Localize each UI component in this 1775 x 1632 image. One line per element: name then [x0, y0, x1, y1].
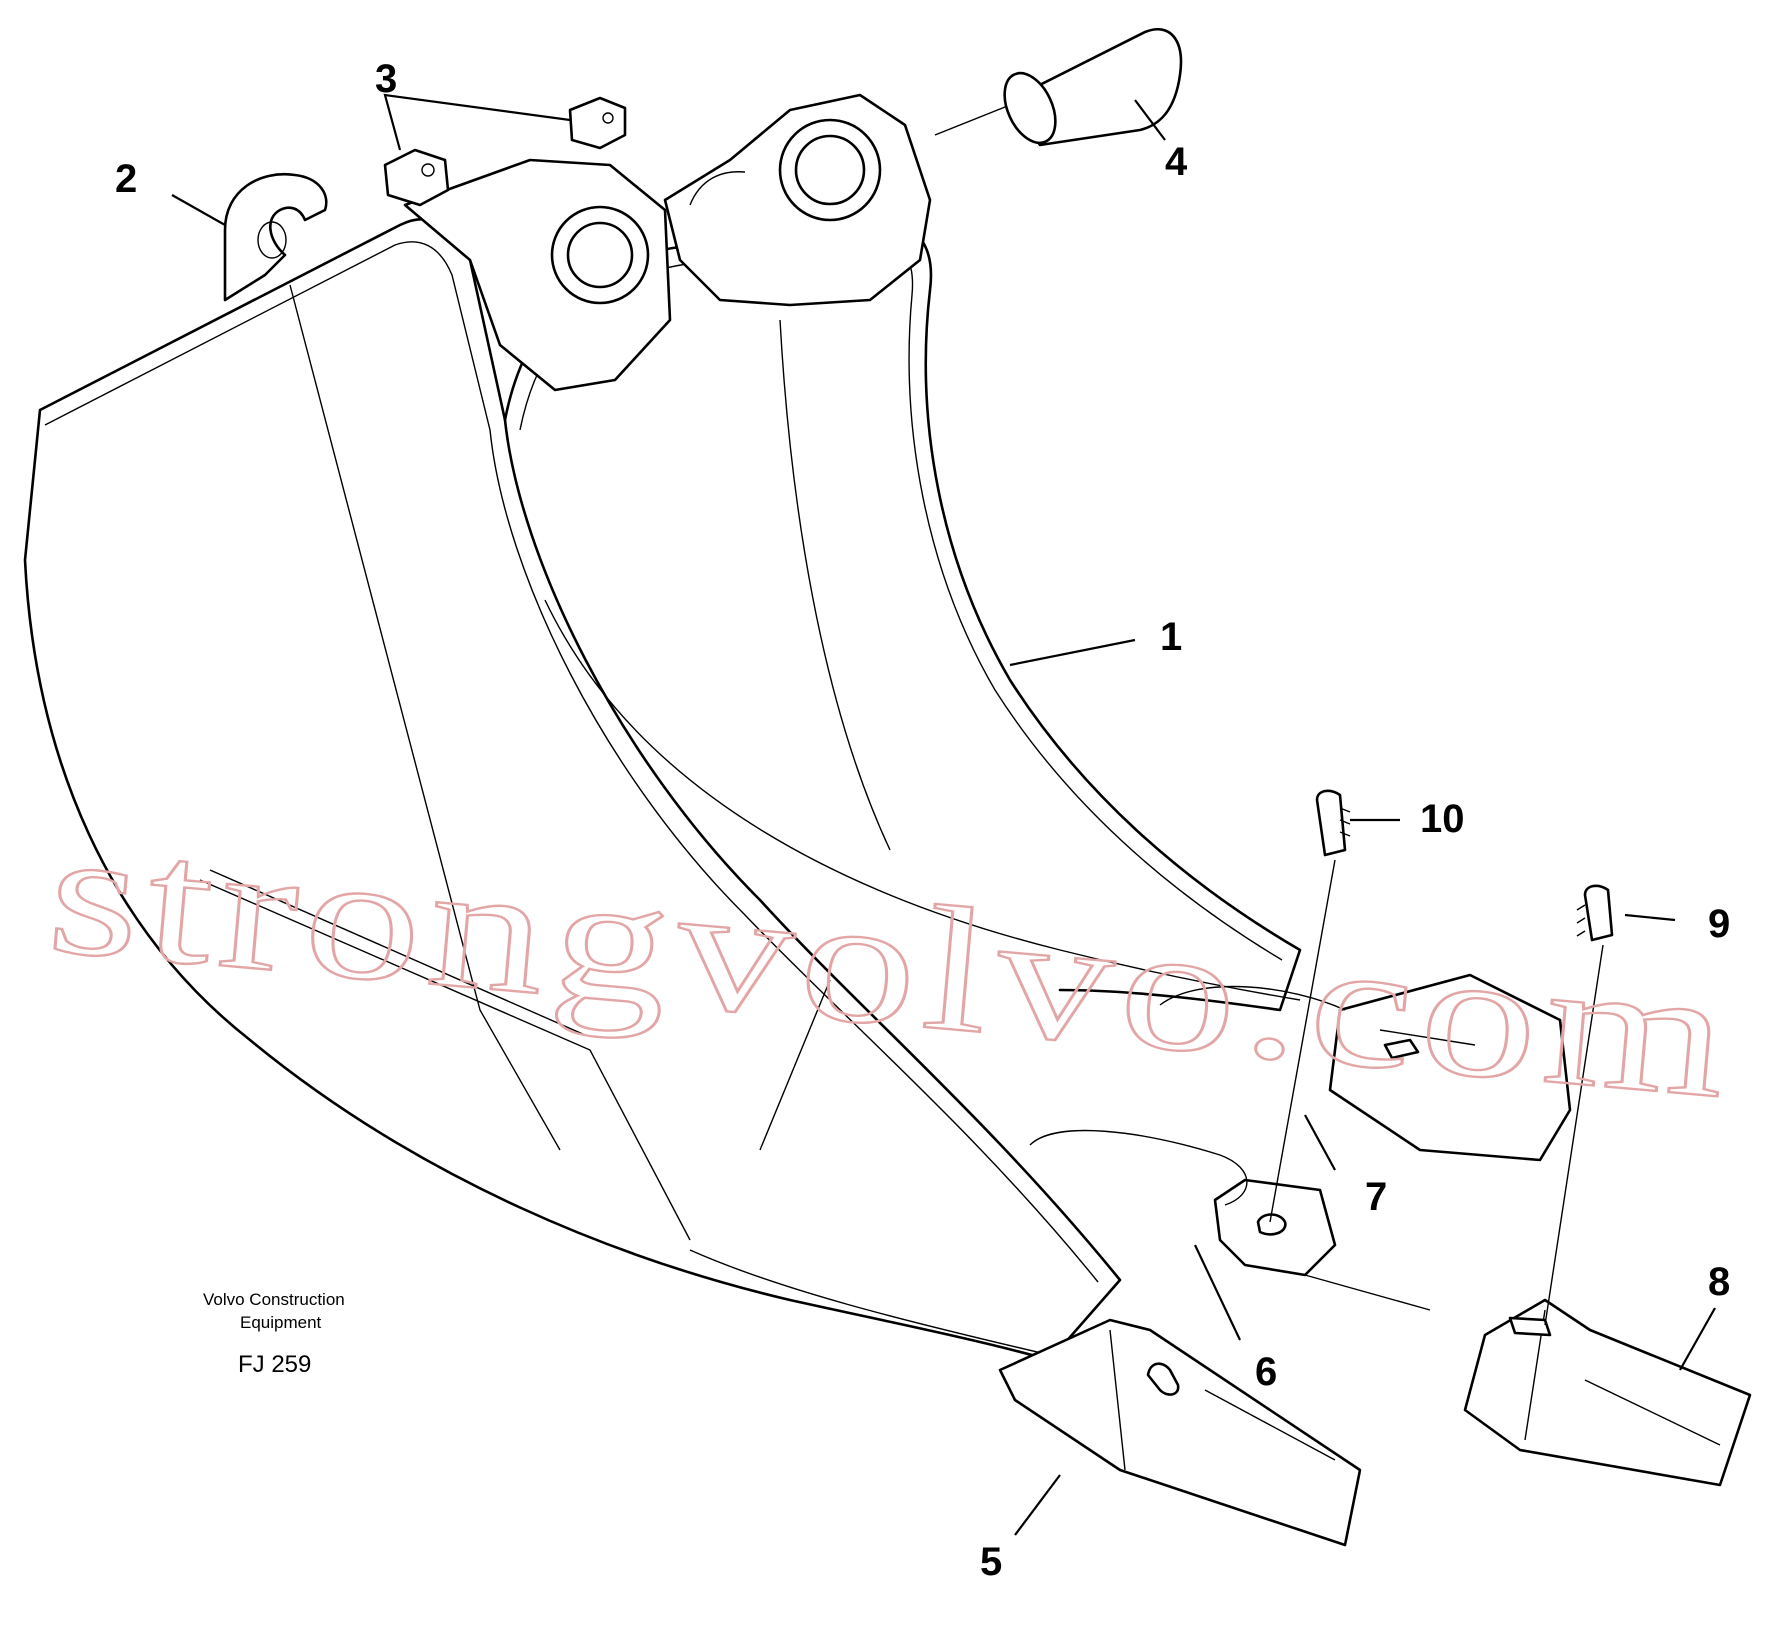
leader-lines	[171, 93, 1716, 1536]
callout-5: 5	[980, 1540, 1002, 1584]
caption-line1: Volvo Construction	[203, 1290, 345, 1309]
callout-8: 8	[1708, 1260, 1730, 1304]
callout-10: 10	[1420, 797, 1465, 841]
figure-code: FJ 259	[238, 1351, 311, 1378]
retainer-pin-10	[1269, 789, 1351, 1223]
tooth-loose	[1463, 1298, 1752, 1487]
adapter-wedge	[1213, 1178, 1337, 1277]
bucket-body	[23, 217, 1302, 1362]
adapter-shank	[1029, 985, 1431, 1311]
callout-labels: 1 2 3 4 5 6 7 8 9 10	[115, 57, 1730, 1584]
callout-4: 4	[1165, 140, 1188, 184]
callout-9: 9	[1708, 902, 1730, 946]
lug-right	[568, 96, 627, 150]
callout-3: 3	[375, 57, 397, 101]
tooth-upper	[1328, 973, 1572, 1162]
callout-7: 7	[1365, 1175, 1387, 1219]
tooth-mounted	[998, 1318, 1362, 1547]
retainer-pin-9	[1544, 884, 1614, 1326]
lug-left	[383, 148, 450, 207]
callout-1: 1	[1160, 615, 1182, 659]
callout-6: 6	[1255, 1350, 1277, 1394]
figure-caption: Volvo Construction Equipment FJ 259	[203, 1290, 345, 1378]
lifting-eye	[223, 172, 328, 302]
pin-bushing	[1003, 27, 1183, 147]
mounting-brackets	[403, 93, 1011, 392]
watermark: strongvolvo.com	[42, 792, 1743, 1137]
caption-line2: Equipment	[240, 1313, 322, 1332]
callout-2: 2	[115, 157, 137, 201]
